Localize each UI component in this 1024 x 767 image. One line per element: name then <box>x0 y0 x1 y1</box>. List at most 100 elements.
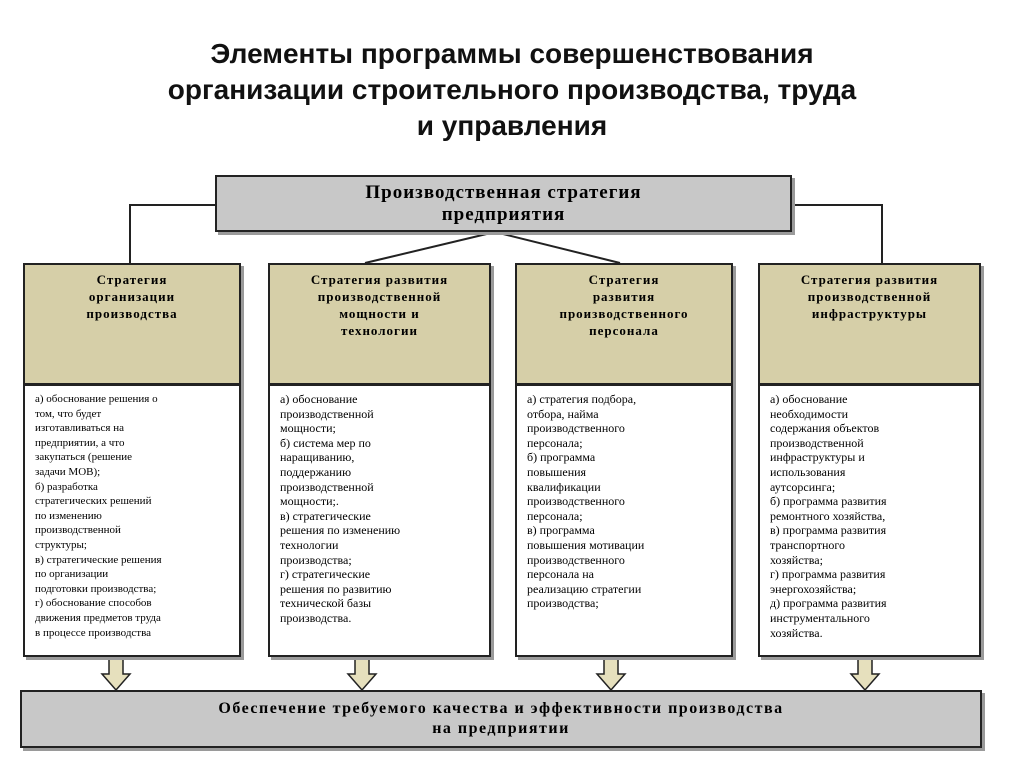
column-2-item: производства. <box>280 610 352 625</box>
down-arrow-3 <box>595 656 627 692</box>
column-3-header: Стратегия развития производственного пер… <box>515 263 733 385</box>
column-1-heading-line: организации <box>88 289 176 304</box>
column-4-heading-line: производственной <box>807 289 932 304</box>
column-3-item: производственного <box>527 494 625 509</box>
column-4-item: аутсорсинга; <box>770 479 836 494</box>
column-3-item: повышения <box>527 464 587 479</box>
column-3-item: б) программа <box>527 450 596 465</box>
column-4-item: необходимости <box>770 406 849 421</box>
column-2-item: мощности; <box>280 421 336 436</box>
column-3-body: а) стратегия подбора, отбора, найма прои… <box>515 385 733 657</box>
column-4-item: б) программа развития <box>770 494 887 509</box>
column-4-item: а) обоснование <box>770 392 848 406</box>
column-3-item: в) программа <box>527 523 595 538</box>
column-2-item: решения по развитию <box>280 581 392 596</box>
column-1-item: структуры; <box>35 538 87 551</box>
bottom-box-line-1: Обеспечение требуемого качества и эффект… <box>218 700 784 717</box>
column-2-item: производственной <box>280 406 374 421</box>
column-1-item: в процессе производства <box>35 626 152 639</box>
column-2-item: наращиванию, <box>280 450 355 465</box>
down-arrow-4 <box>849 656 881 692</box>
column-1-item: в) стратегические решения <box>35 553 162 566</box>
column-1-item: а) обоснование решения о <box>35 393 158 405</box>
title-line-1: Элементы программы совершенствования <box>210 38 814 69</box>
column-3-heading-line: персонала <box>589 323 659 338</box>
column-4-heading-line: Стратегия развития <box>800 272 939 287</box>
column-1-item: производственной <box>35 524 121 537</box>
column-3-heading-line: развития <box>592 289 656 304</box>
column-4-item: хозяйства. <box>770 625 823 640</box>
column-4-item: инфраструктуры и <box>770 450 865 465</box>
column-1-item: б) разработка <box>35 480 98 493</box>
column-3-item: повышения мотивации <box>527 537 645 552</box>
column-2-item: мощности;. <box>280 494 339 509</box>
column-4-body: а) обоснование необходимости содержания … <box>758 385 981 657</box>
column-3-item: производственного <box>527 421 625 436</box>
column-2-item: поддержанию <box>280 464 352 479</box>
column-4-header: Стратегия развития производственной инфр… <box>758 263 981 385</box>
column-1-body: а) обоснование решения о том, что будет … <box>23 385 241 657</box>
column-1-item: изготавливаться на <box>35 422 125 435</box>
column-4-item: содержания объектов <box>770 421 880 436</box>
column-2-item: в) стратегические <box>280 508 371 523</box>
down-arrow-2 <box>346 656 378 692</box>
column-3-item: а) стратегия подбора, <box>527 392 637 406</box>
column-4-heading-line: инфраструктуры <box>811 306 928 321</box>
column-2-item: производственной <box>280 479 374 494</box>
column-1-heading-line: Стратегия <box>96 272 168 287</box>
column-3-item: производственного <box>527 552 625 567</box>
column-2-heading-line: мощности и <box>339 306 420 321</box>
column-4-item: использования <box>770 464 846 479</box>
column-4-item: в) программа развития <box>770 523 887 538</box>
title-line-2: организации строительного производства, … <box>167 74 857 105</box>
column-2-body: а) обоснование производственной мощности… <box>268 385 491 657</box>
column-1-item: по организации <box>35 568 109 581</box>
column-3-item: персонала; <box>527 508 583 523</box>
column-4-item: транспортного <box>770 537 846 552</box>
column-4-item: хозяйства; <box>770 552 823 567</box>
column-1-item: закупаться (решение <box>35 451 132 464</box>
column-4-item: г) программа развития <box>770 567 886 582</box>
column-2-item: решения по изменению <box>280 523 401 538</box>
column-3-item: отбора, найма <box>527 406 599 421</box>
top-box-line-2: предприятия <box>441 203 566 225</box>
connector-center-left <box>364 231 496 264</box>
column-4-item: производственной <box>770 435 864 450</box>
column-1-item: движения предметов труда <box>35 611 161 624</box>
column-2-heading-line: Стратегия развития <box>310 272 449 287</box>
column-3-heading-line: производственного <box>559 306 689 321</box>
quality-efficiency-box: Обеспечение требуемого качества и эффект… <box>20 690 982 748</box>
top-box-line-1: Производственная стратегия <box>365 181 642 203</box>
column-1-item: стратегических решений <box>35 495 152 508</box>
column-1-heading-line: производства <box>86 306 178 321</box>
column-3-item: производства; <box>527 596 599 611</box>
production-strategy-box: Производственная стратегия предприятия <box>215 175 792 232</box>
column-1-item: предприятии, а что <box>35 436 125 449</box>
column-3-item: квалификации <box>527 479 601 494</box>
column-3-item: персонала; <box>527 435 583 450</box>
column-2-item: а) обоснование <box>280 392 358 406</box>
column-4-item: ремонтного хозяйства, <box>770 508 886 523</box>
column-2-item: производства; <box>280 552 352 567</box>
column-4-item: энергохозяйства; <box>770 581 857 596</box>
column-2-heading-line: производственной <box>317 289 442 304</box>
title-line-3: и управления <box>416 110 608 141</box>
column-4-item: инструментального <box>770 610 870 625</box>
column-2-item: б) система мер по <box>280 435 371 450</box>
connector-left <box>129 204 215 263</box>
column-2-item: г) стратегические <box>280 567 371 582</box>
column-1-item: подготовки производства; <box>35 582 157 595</box>
column-2-item: технической базы <box>280 596 372 611</box>
column-1-item: том, что будет <box>35 407 102 420</box>
down-arrow-1 <box>100 656 132 692</box>
column-1-header: Стратегия организации производства <box>23 263 241 385</box>
column-2-header: Стратегия развития производственной мощн… <box>268 263 491 385</box>
column-1-item: г) обоснование способов <box>35 597 152 610</box>
bottom-box-line-2: на предприятии <box>432 720 570 737</box>
column-3-heading-line: Стратегия <box>588 272 660 287</box>
column-4-item: д) программа развития <box>770 596 887 611</box>
column-2-heading-line: технологии <box>341 323 418 338</box>
column-3-item: реализацию стратегии <box>527 581 642 596</box>
page-title: Элементы программы совершенствования орг… <box>40 36 984 144</box>
